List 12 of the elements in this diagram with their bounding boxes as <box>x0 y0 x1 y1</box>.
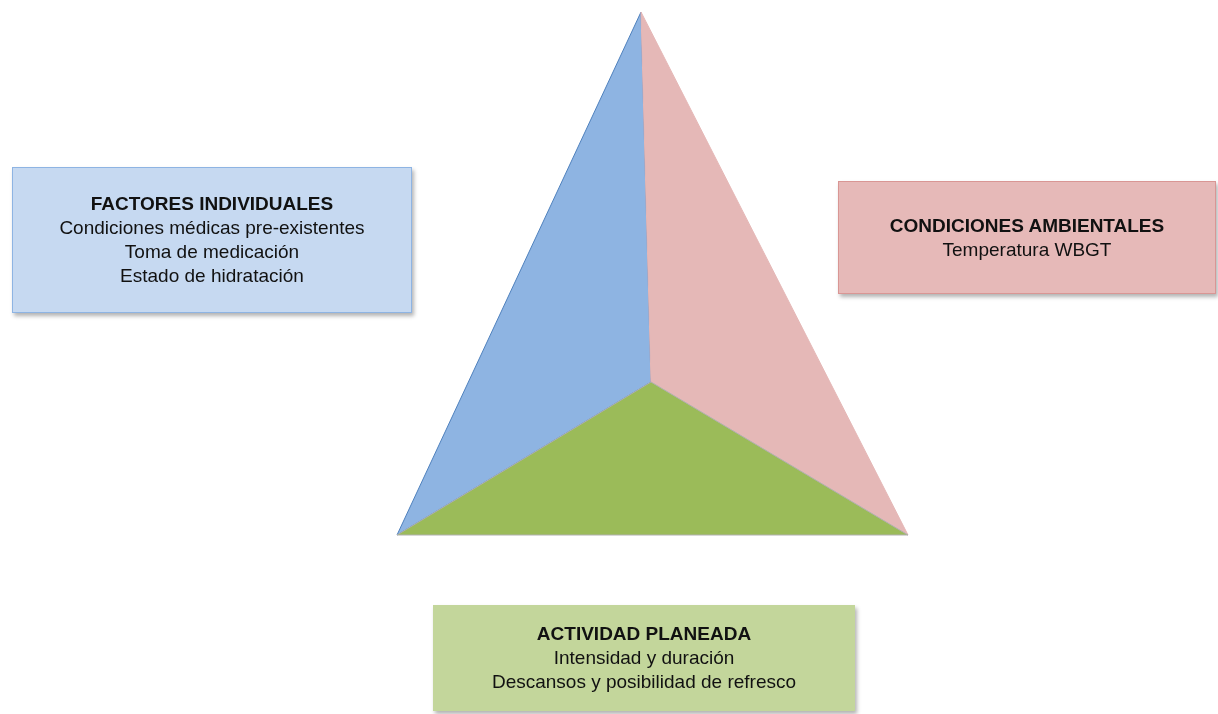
box-item: Condiciones médicas pre-existentes <box>59 216 365 240</box>
box-heading: FACTORES INDIVIDUALES <box>90 192 334 216</box>
box-heading: CONDICIONES AMBIENTALES <box>889 213 1165 238</box>
box-heading: ACTIVIDAD PLANEADA <box>536 622 752 646</box>
category-box <box>838 181 1216 294</box>
box-item: Descansos y posibilidad de refresco <box>491 670 797 694</box>
box-item: Toma de medicación <box>124 240 300 264</box>
box-item: Estado de hidratación <box>120 264 304 288</box>
box-item: Intensidad y duración <box>553 646 735 670</box>
category-box <box>433 605 855 711</box>
category-box <box>12 167 412 313</box>
box-item: Temperatura WBGT <box>942 237 1112 262</box>
